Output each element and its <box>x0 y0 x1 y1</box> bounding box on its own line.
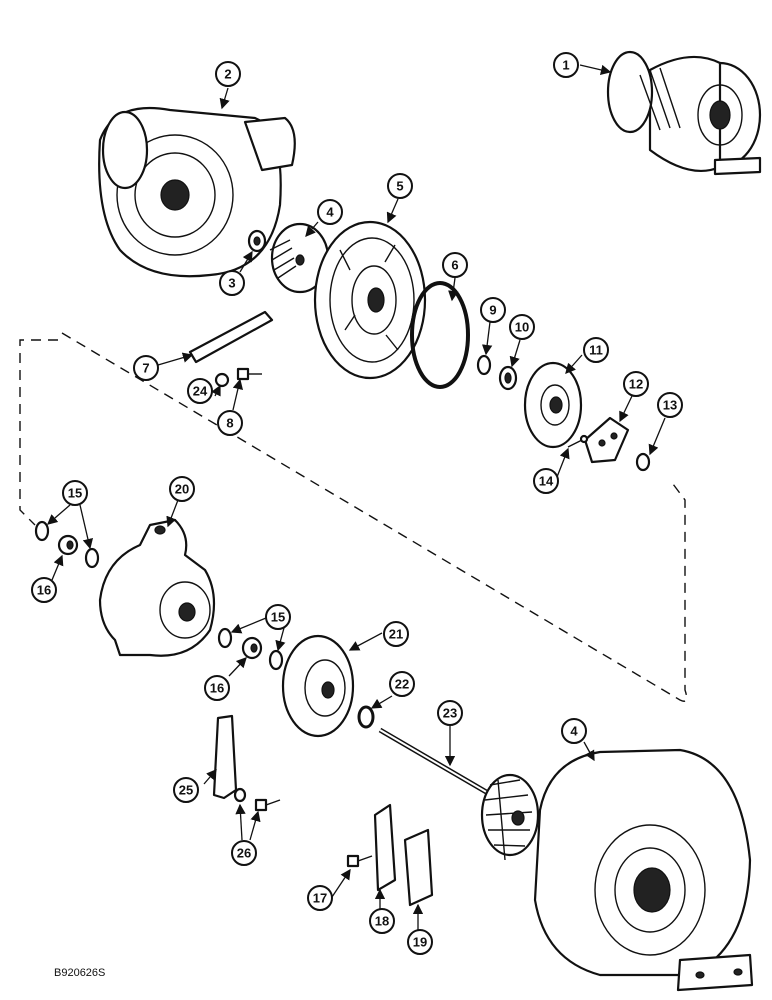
callout-21: 21 <box>383 621 409 647</box>
retaining-ring-left-b <box>84 547 100 569</box>
bolt-part-20 <box>254 798 281 812</box>
retaining-ring-right-b <box>268 649 284 671</box>
callout-18: 18 <box>369 908 395 934</box>
callout-6: 6 <box>442 252 468 278</box>
callout-number: 4 <box>570 724 578 739</box>
callout-13: 13 <box>657 392 683 418</box>
turbocharger-assembly <box>606 50 762 176</box>
callout-number: 2 <box>224 67 231 82</box>
callout-24: 24 <box>187 378 213 404</box>
callout-4: 4 <box>317 199 343 225</box>
ring-part-14 <box>635 452 651 472</box>
callout-5: 5 <box>387 173 413 199</box>
sleeve-part-10 <box>498 365 518 391</box>
callout-number: 19 <box>413 935 427 950</box>
callout-15: 15 <box>265 604 291 630</box>
callout-number: 3 <box>228 276 235 291</box>
callout-12: 12 <box>623 371 649 397</box>
callout-16: 16 <box>204 675 230 701</box>
callout-4: 4 <box>561 718 587 744</box>
callout-20: 20 <box>169 476 195 502</box>
ring-part-23 <box>357 705 375 729</box>
callout-number: 9 <box>489 303 496 318</box>
callout-number: 24 <box>193 384 208 399</box>
bolt-part-17 <box>346 854 373 868</box>
backplate <box>313 220 427 380</box>
callout-number: 6 <box>451 258 458 273</box>
leader-lines <box>47 64 666 930</box>
callout-number: 1 <box>562 58 569 73</box>
thrust-plate <box>583 416 630 464</box>
callout-number: 8 <box>226 416 233 431</box>
callout-8: 8 <box>217 410 243 436</box>
callout-number: 17 <box>313 891 327 906</box>
insert-part-12 <box>523 361 583 449</box>
callout-number: 5 <box>396 179 403 194</box>
callout-number: 15 <box>68 486 82 501</box>
callout-22: 22 <box>389 671 415 697</box>
callout-number: 12 <box>629 377 643 392</box>
bearing-right <box>241 636 263 660</box>
callout-17: 17 <box>307 885 333 911</box>
callout-number: 13 <box>663 398 677 413</box>
callout-number: 16 <box>37 583 51 598</box>
callout-25: 25 <box>173 777 199 803</box>
callout-number: 7 <box>142 361 149 376</box>
washer-part-20 <box>233 787 247 803</box>
callout-23: 23 <box>437 700 463 726</box>
plate-part-18 <box>373 803 397 892</box>
callout-26: 26 <box>231 840 257 866</box>
callout-19: 19 <box>407 929 433 955</box>
callout-number: 21 <box>389 627 403 642</box>
turbine-housing <box>533 748 754 992</box>
callout-number: 25 <box>179 783 193 798</box>
callout-14: 14 <box>533 468 559 494</box>
callout-2: 2 <box>215 61 241 87</box>
lock-plate-lower <box>212 714 238 800</box>
callout-3: 3 <box>219 270 245 296</box>
washer-part-25 <box>214 372 230 388</box>
callout-number: 18 <box>375 914 389 929</box>
callout-number: 14 <box>539 474 554 489</box>
callout-number: 23 <box>443 706 457 721</box>
callout-number: 4 <box>326 205 334 220</box>
lock-plate <box>188 310 274 364</box>
retaining-ring-left-a <box>34 520 50 542</box>
callout-11: 11 <box>583 337 609 363</box>
o-ring <box>410 281 470 389</box>
compressor-housing <box>98 106 296 278</box>
callout-number: 20 <box>175 482 189 497</box>
callout-number: 22 <box>395 677 409 692</box>
bearing-left <box>57 534 79 556</box>
center-housing <box>98 518 216 657</box>
callout-1: 1 <box>553 52 579 78</box>
bolt-part-8 <box>236 367 262 381</box>
callout-9: 9 <box>480 297 506 323</box>
retaining-ring-right-a <box>217 627 233 649</box>
callout-number: 16 <box>210 681 224 696</box>
callout-15: 15 <box>62 480 88 506</box>
callout-10: 10 <box>509 314 535 340</box>
callout-number: 26 <box>237 846 251 861</box>
heat-shield <box>281 634 355 738</box>
ring-part-9 <box>476 354 492 376</box>
figure-code: B920626S <box>54 967 105 979</box>
callout-labels: 1234567891011121314151516161718192021222… <box>31 52 683 955</box>
screw-part-11 <box>567 434 589 448</box>
plate-part-19 <box>403 828 434 907</box>
callout-number: 15 <box>271 610 285 625</box>
callout-number: 10 <box>515 320 529 335</box>
assembly-dashed-line <box>19 332 688 702</box>
callout-16: 16 <box>31 577 57 603</box>
callout-7: 7 <box>133 355 159 381</box>
turbine-wheel-shaft <box>378 727 540 861</box>
nut-part-3 <box>247 229 267 253</box>
callout-number: 11 <box>589 343 603 358</box>
